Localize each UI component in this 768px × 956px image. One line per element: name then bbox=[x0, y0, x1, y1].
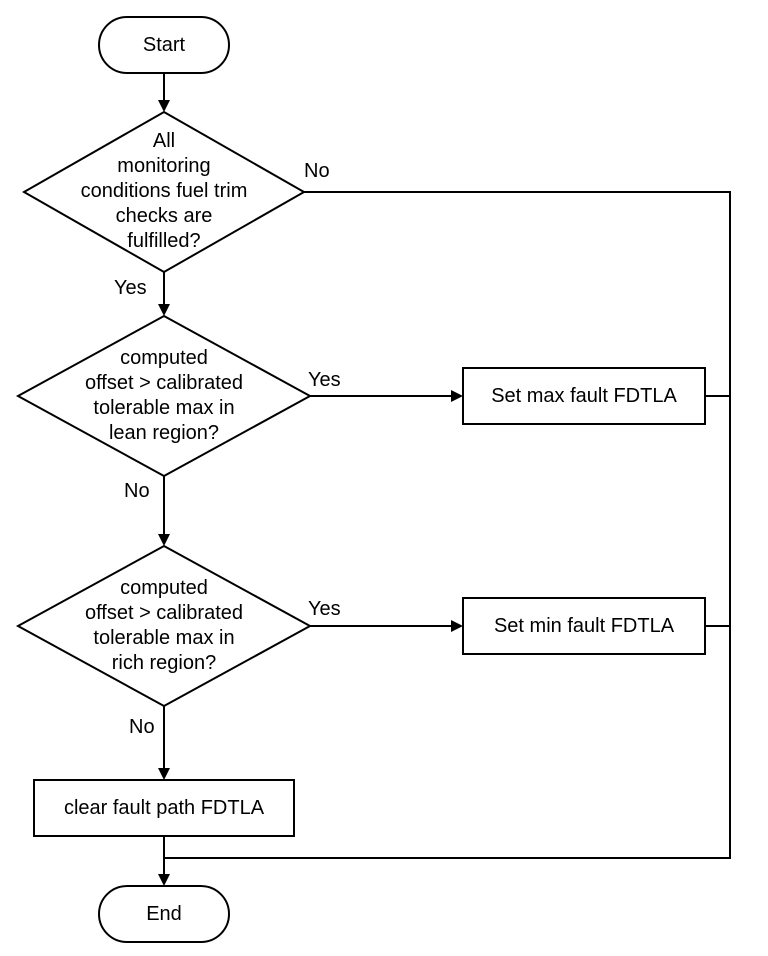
decision1-line-1: All bbox=[153, 130, 175, 152]
start-label: Start bbox=[143, 34, 186, 56]
arrow-head bbox=[158, 768, 170, 780]
decision-lean-region: computed offset > calibrated tolerable m… bbox=[15, 314, 313, 478]
decision2-line-3: tolerable max in bbox=[93, 397, 234, 419]
process-set-max-fault: Set max fault FDTLA bbox=[462, 367, 706, 425]
process-set-max-fault-label: Set max fault FDTLA bbox=[491, 385, 677, 407]
decision2-line-2: offset > calibrated bbox=[85, 372, 243, 394]
decision3-line-1: computed bbox=[120, 577, 208, 599]
decision2-line-4: lean region? bbox=[109, 422, 219, 444]
arrow-head bbox=[158, 100, 170, 112]
arrow-head bbox=[158, 874, 170, 886]
decision1-line-2: monitoring bbox=[117, 155, 210, 177]
decision2-yes-label: Yes bbox=[308, 369, 341, 391]
connector-return-bus bbox=[164, 191, 731, 859]
decision1-no-label: No bbox=[304, 160, 330, 182]
process-clear-fault-label: clear fault path FDTLA bbox=[64, 797, 265, 819]
decision1-line-5: fulfilled? bbox=[127, 230, 200, 252]
arrow-head bbox=[451, 620, 463, 632]
process-set-min-fault: Set min fault FDTLA bbox=[462, 597, 706, 655]
decision-monitoring-conditions: All monitoring conditions fuel trim chec… bbox=[21, 110, 307, 274]
process-set-min-fault-label: Set min fault FDTLA bbox=[494, 615, 675, 637]
decision3-line-4: rich region? bbox=[112, 652, 217, 674]
arrow-head bbox=[451, 390, 463, 402]
start-terminal: Start bbox=[98, 16, 230, 74]
end-terminal: End bbox=[98, 885, 230, 943]
decision2-no-label: No bbox=[124, 480, 150, 502]
decision1-line-3: conditions fuel trim bbox=[81, 180, 248, 202]
decision3-line-3: tolerable max in bbox=[93, 627, 234, 649]
decision3-no-label: No bbox=[129, 716, 155, 738]
decision2-line-1: computed bbox=[120, 347, 208, 369]
decision1-line-4: checks are bbox=[116, 205, 213, 227]
decision1-yes-label: Yes bbox=[114, 277, 147, 299]
arrow-head bbox=[158, 534, 170, 546]
arrow-head bbox=[158, 304, 170, 316]
process-clear-fault: clear fault path FDTLA bbox=[33, 779, 295, 837]
decision3-line-2: offset > calibrated bbox=[85, 602, 243, 624]
decision-rich-region: computed offset > calibrated tolerable m… bbox=[15, 544, 313, 708]
decision3-yes-label: Yes bbox=[308, 598, 341, 620]
end-label: End bbox=[146, 903, 182, 925]
